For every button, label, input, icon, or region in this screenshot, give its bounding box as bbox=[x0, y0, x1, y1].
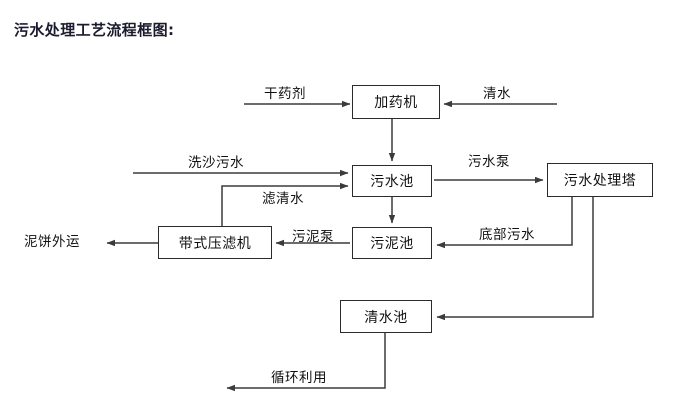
edge-filtered-water-to-sewage-pool bbox=[221, 182, 349, 226]
node-sewage-pool[interactable]: 污水池 bbox=[352, 165, 432, 197]
edge-tower-to-sludge-pool bbox=[436, 197, 573, 249]
edge-tower-to-clear-pool bbox=[436, 197, 594, 321]
edge-label-recycle-use: 循环利用 bbox=[271, 370, 327, 386]
edge-label-filtered-water: 滤清水 bbox=[262, 191, 304, 207]
node-dosing-machine[interactable]: 加药机 bbox=[352, 85, 440, 119]
edge-label-bottom-sewage: 底部污水 bbox=[479, 227, 535, 243]
edge-clear-pool-to-recycle bbox=[226, 333, 386, 392]
edge-label-sewage-pump: 污水泵 bbox=[468, 154, 510, 170]
node-sludge-pool[interactable]: 污泥池 bbox=[352, 227, 432, 259]
node-clear-pool[interactable]: 清水池 bbox=[340, 300, 432, 333]
node-treatment-tower[interactable]: 污水处理塔 bbox=[547, 163, 653, 197]
page-title: 污水处理工艺流程框图: bbox=[14, 21, 175, 39]
terminal-label-mud-cake-out: 泥饼外运 bbox=[24, 234, 80, 250]
edge-label-clean-water: 清水 bbox=[483, 86, 511, 102]
edge-label-sand-wash-sewage: 洗沙污水 bbox=[188, 155, 244, 171]
node-belt-press[interactable]: 带式压滤机 bbox=[158, 226, 272, 259]
edge-label-sludge-pump: 污泥泵 bbox=[292, 229, 334, 245]
edge-label-dry-agent: 干药剂 bbox=[264, 86, 306, 102]
